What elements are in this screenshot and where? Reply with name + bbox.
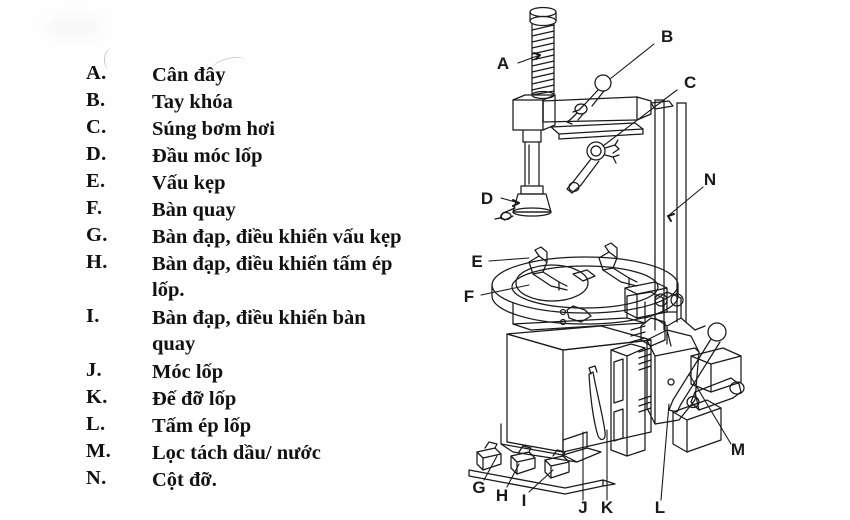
legend-label-n: Cột đỡ. [152,469,217,491]
callout-f: F [464,287,474,306]
legend-item-i: I. Bàn đạp, điều khiển bàn quay [86,305,456,359]
leader-b [609,43,655,80]
legend-key-c: C. [86,116,107,138]
callout-n: N [704,170,716,189]
clamp-jaw [528,242,638,291]
legend-label-i: Bàn đạp, điều khiển bàn quay [152,307,366,355]
callout-e: E [471,252,482,271]
tire-lever [588,365,606,441]
legend-item-l: L. Tấm ép lốp [86,413,456,440]
callout-c: C [684,73,696,92]
callout-k: K [601,498,614,517]
legend-item-d: D. Đầu móc lốp [86,143,456,170]
legend-item-h: H. Bàn đạp, điều khiển tấm ép lốp. [86,251,456,305]
legend-item-j: J. Móc lốp [86,359,456,386]
scan-artifact-smudge [44,14,104,40]
legend-item-m: M. Lọc tách dầu/ nước [86,440,456,467]
legend-item-n: N. Cột đỡ. [86,467,456,494]
legend-label-d: Đầu móc lốp [152,145,263,167]
pedal-assembly [468,441,616,495]
callout-i: I [522,491,527,510]
legend-key-n: N. [86,467,107,489]
tire-changer-diagram: A B C D E F G H I J K L M N [455,0,850,520]
callout-l: L [655,498,665,517]
legend-label-h: Bàn đạp, điều khiển tấm ép lốp. [152,253,393,301]
callout-h: H [496,486,508,505]
tire-mount-head [494,193,552,221]
legend-item-g: G. Bàn đạp, điều khiển vấu kẹp [86,224,456,251]
parts-legend: A. Cân đây B. Tay khóa C. Súng bơm hơi D… [86,62,456,494]
callout-g: G [472,478,485,497]
coil-spring-rod [529,6,557,100]
legend-label-b: Tay khóa [152,91,233,113]
lock-lever-ball-knob [566,74,612,125]
legend-key-l: L. [86,413,106,435]
legend-item-k: K. Đế đỡ lốp [86,386,456,413]
legend-label-c: Súng bơm hơi [152,118,275,140]
legend-key-a: A. [86,62,107,84]
leader-m [688,373,732,445]
leader-c [602,89,678,147]
callout-j: J [578,498,587,517]
legend-key-f: F. [86,197,103,219]
mount-head-shaft [520,129,544,195]
leader-e [488,257,530,262]
leader-a [517,54,541,64]
leader-l [660,403,670,501]
leader-i [528,469,554,493]
support-column [654,99,687,331]
legend-item-b: B. Tay khóa [86,89,456,116]
main-cabinet [500,325,652,463]
leader-n [667,186,704,217]
turntable [491,256,679,325]
legend-label-a: Cân đây [152,64,226,86]
legend-key-k: K. [86,386,108,408]
leader-h [506,463,520,488]
legend-item-a: A. Cân đây [86,62,456,89]
upper-swing-arm [512,94,674,140]
legend-key-i: I. [86,305,100,327]
legend-item-c: C. Súng bơm hơi [86,116,456,143]
bead-breaker-arm [640,291,745,453]
legend-label-m: Lọc tách dầu/ nước [152,442,321,464]
tire-rest-base [610,325,646,457]
legend-label-j: Móc lốp [152,361,224,383]
legend-key-d: D. [86,143,107,165]
legend-item-f: F. Bàn quay [86,197,456,224]
callout-m: M [731,440,745,459]
legend-label-k: Đế đỡ lốp [152,388,237,410]
callout-a: A [497,54,509,73]
leader-f [480,284,530,296]
legend-key-g: G. [86,224,108,246]
legend-label-e: Vấu kẹp [152,172,226,194]
legend-key-h: H. [86,251,108,273]
callout-b: B [661,27,673,46]
callout-d: D [481,189,493,208]
air-inflation-gun [566,139,620,194]
legend-label-g: Bàn đạp, điều khiển vấu kẹp [152,226,402,248]
leader-g [483,455,498,481]
legend-key-m: M. [86,440,112,462]
legend-key-e: E. [86,170,106,192]
legend-label-l: Tấm ép lốp [152,415,252,437]
legend-label-f: Bàn quay [152,199,236,221]
legend-key-j: J. [86,359,102,381]
legend-key-b: B. [86,89,106,111]
legend-item-e: E. Vấu kẹp [86,170,456,197]
